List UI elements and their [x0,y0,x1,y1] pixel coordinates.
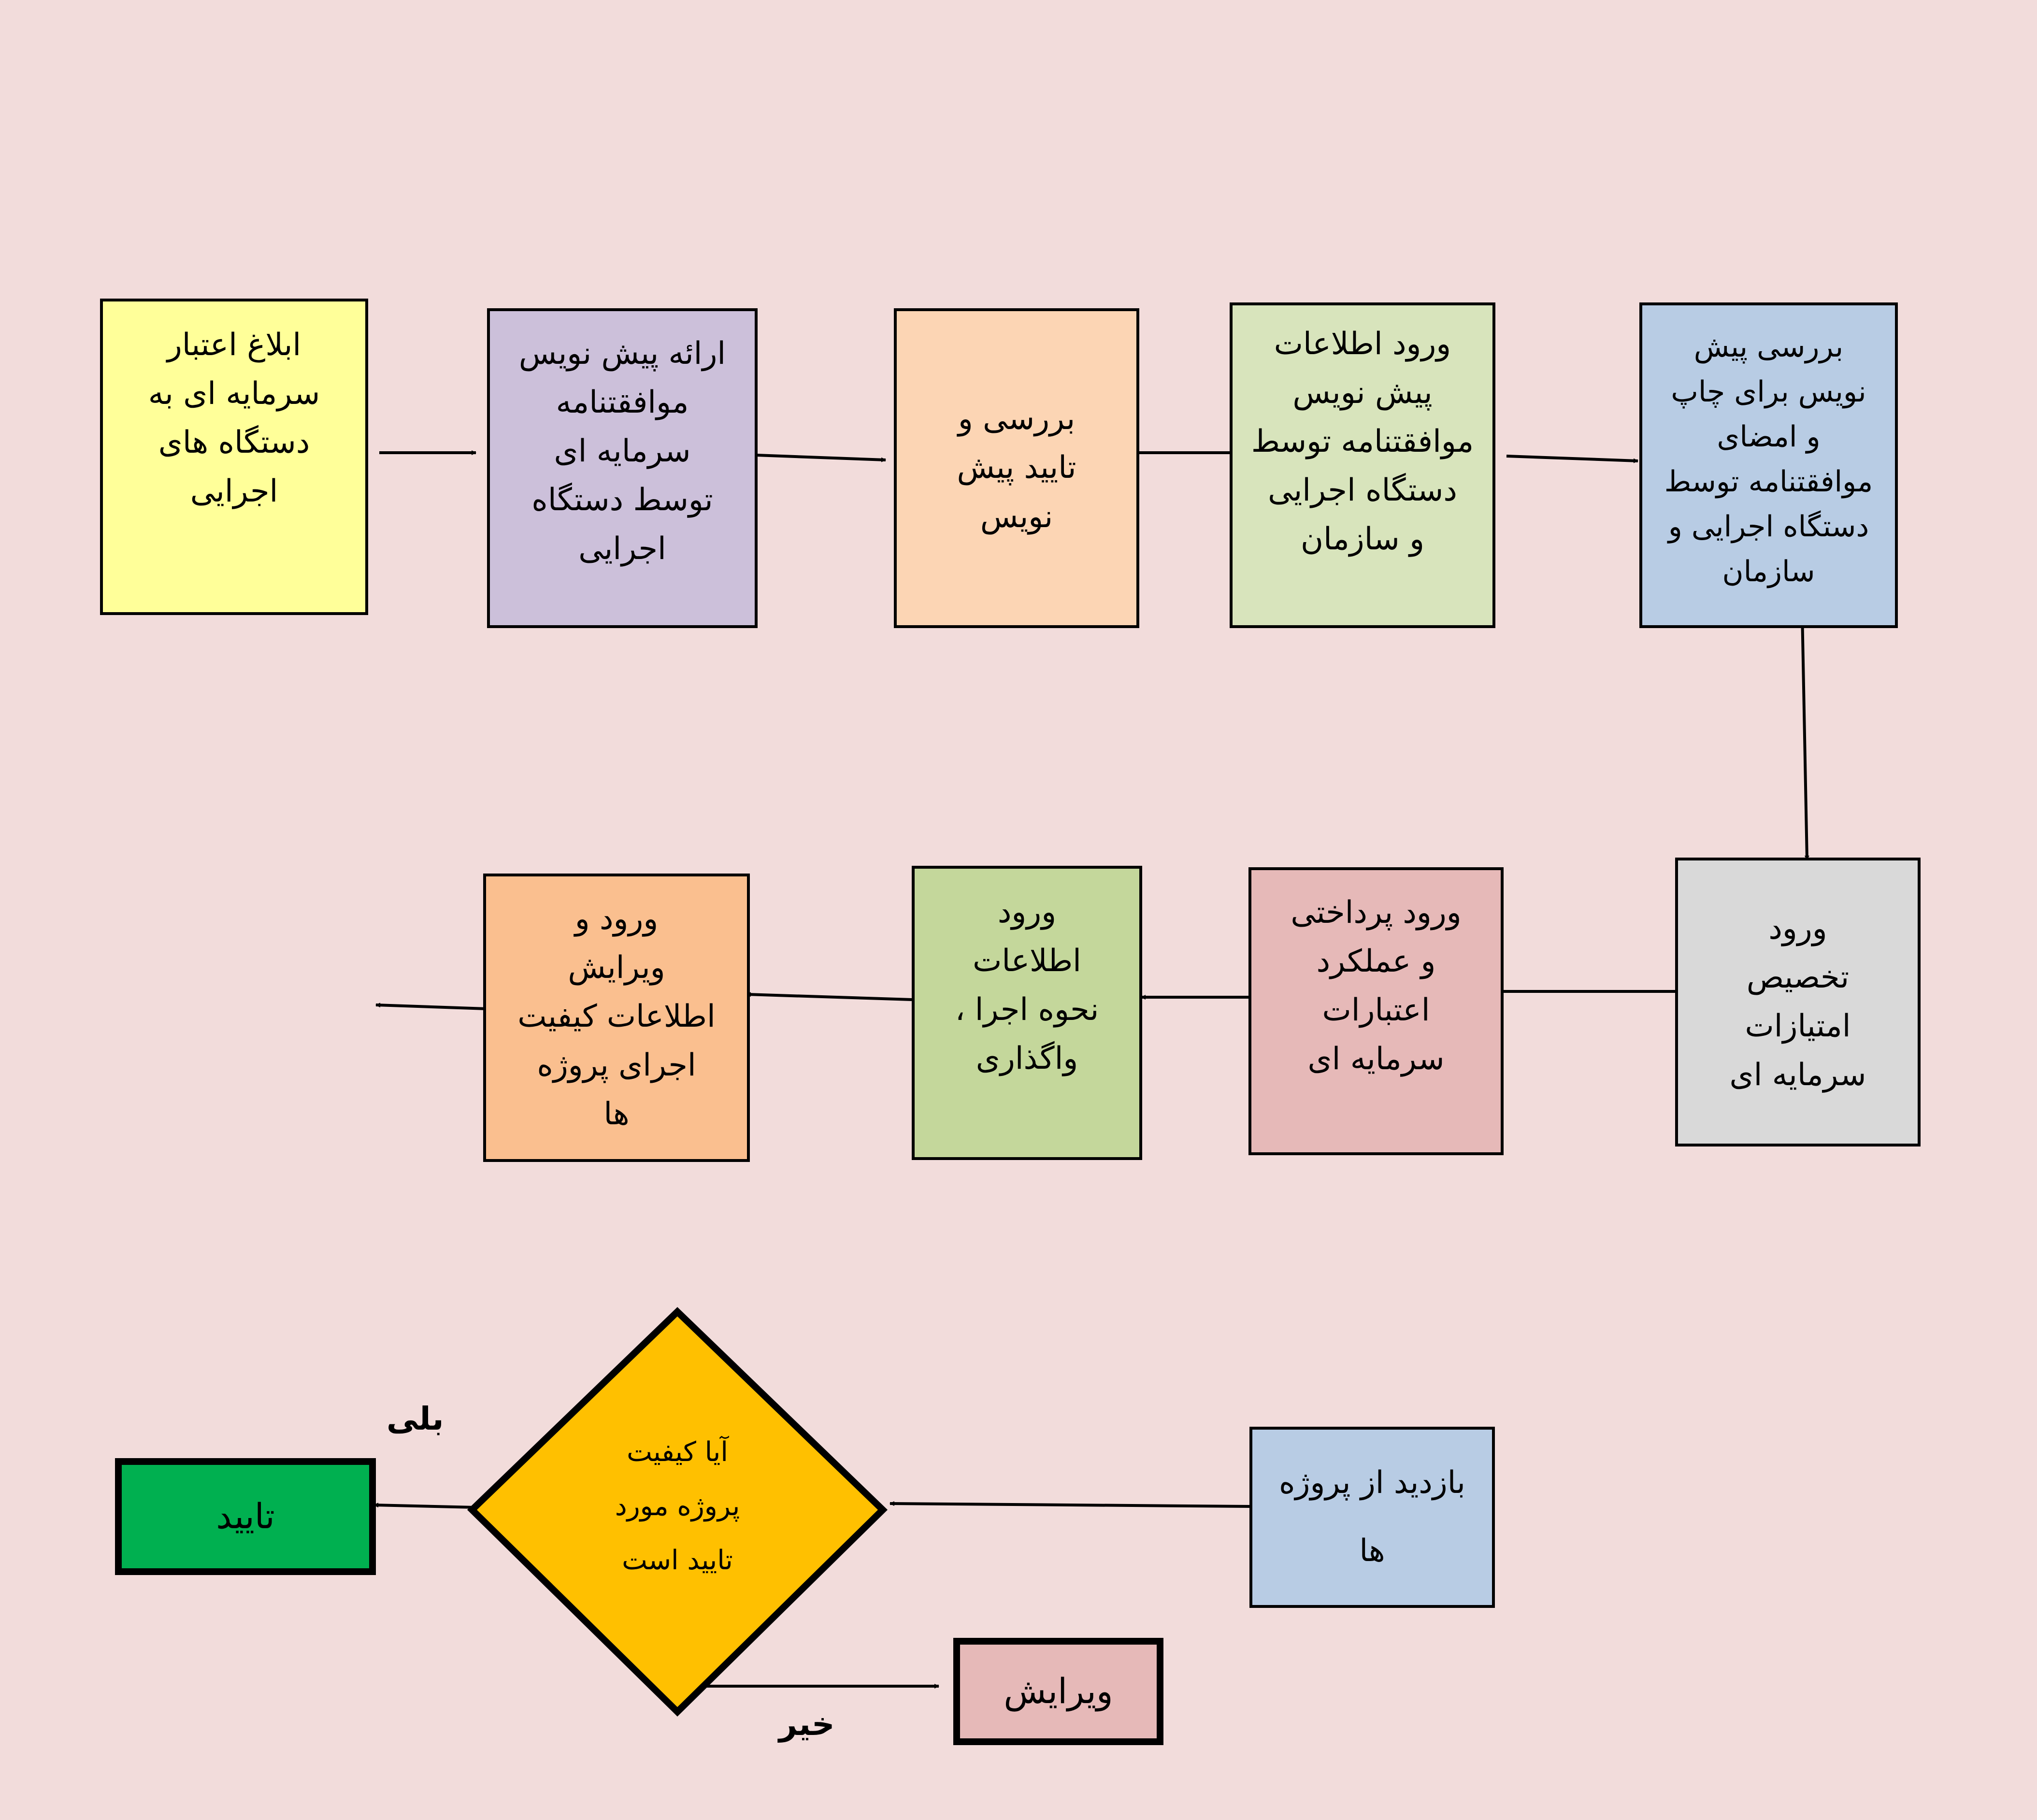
step-enter-payments: ورود پرداختی و عملکرد اعتبارات سرمایه ای [1248,867,1504,1155]
step-project-visit: بازدید از پروژه ها [1249,1427,1495,1608]
step-submit-draft: ارائه پیش نویس موافقتنامه سرمایه ای توسط… [487,308,758,628]
approve-box: تایید [115,1458,376,1575]
arrow-visit-decision [889,1501,1252,1508]
step-enter-quality-info: ورود و ویرایش اطلاعات کیفیت اجرای پروژه … [483,874,750,1162]
arrow-s4-s5 [1506,455,1638,463]
step-enter-execution-info: ورود اطلاعات نحوه اجرا ، واگذاری [912,866,1142,1160]
arrow-s8-s9 [746,992,912,1001]
step-notify-credit: ابلاغ اعتبار سرمایه ای به دستگاه های اجر… [100,299,368,615]
arrow-s2-s3 [756,454,886,462]
arrow-decision-approve [373,1503,476,1509]
no-label: خیر [779,1705,835,1743]
yes-label: بلی [387,1400,444,1437]
step-enter-allocation: ورود تخصیص امتیازات سرمایه ای [1675,858,1921,1146]
edit-box: ویرایش [953,1638,1163,1745]
arrow-s9-exit [375,1003,488,1010]
step-review-approve-draft: بررسی و تایید پیش نویس [894,308,1139,628]
step-review-for-print: بررسی پیش نویس برای چاپ و امضای موافقتنا… [1639,302,1898,628]
decision-question: آیا کیفیت پروژه مورد تایید است [615,1436,740,1576]
arrow-s5-s6 [1801,612,1809,860]
decision-diamond [467,1307,888,1717]
step-enter-draft-info: ورود اطلاعات پیش نویس موافقتنامه توسط دس… [1230,302,1495,628]
